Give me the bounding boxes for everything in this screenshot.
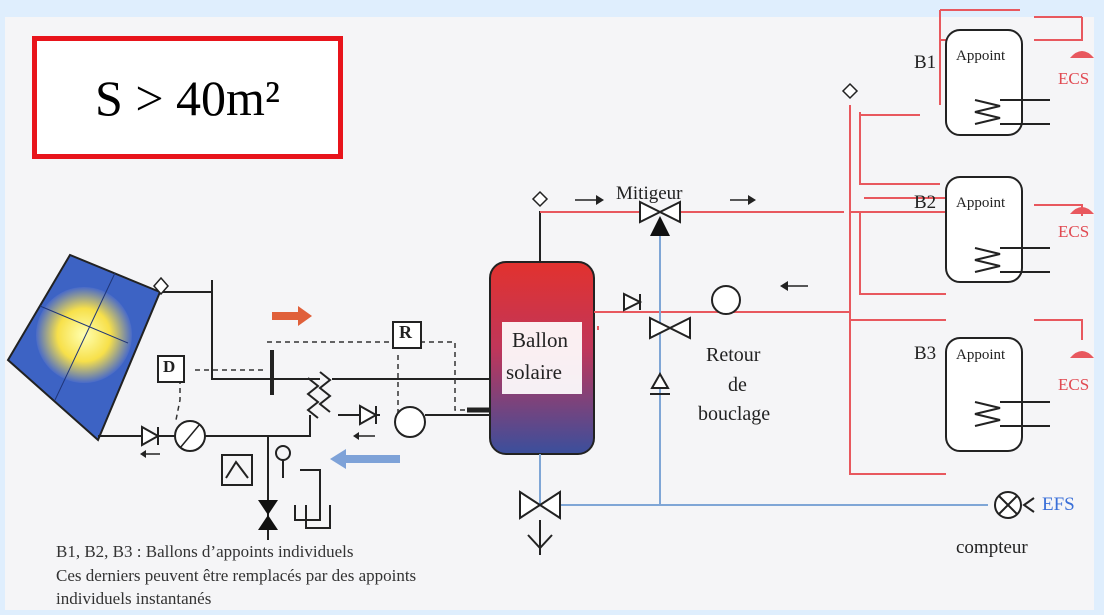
appoint-tank-b3 — [945, 337, 1050, 452]
collector-sensor-icon — [153, 276, 169, 296]
caption-line3: individuels instantanés — [56, 589, 212, 608]
pump-icon — [394, 406, 426, 438]
isolation-valve-icon — [519, 490, 561, 520]
cold-flow-arrow — [330, 449, 400, 469]
shower-icon — [1070, 51, 1094, 358]
caption-line1: B1, B2, B3 : Ballons d’appoints individu… — [56, 542, 354, 561]
compteur-label: compteur — [956, 537, 1028, 558]
hot-flow-arrow — [272, 306, 312, 326]
area-badge: S > 40m² — [32, 36, 343, 159]
caption-line2: Ces derniers peuvent être remplacés par … — [56, 566, 417, 585]
solar-panel-icon — [6, 253, 162, 442]
retour-label-line1: Retour — [706, 344, 761, 366]
ballon-label-line1: Ballon — [512, 328, 568, 352]
pump-icon — [174, 420, 206, 452]
heat-exchanger-icon — [270, 350, 489, 419]
check-valve-icon — [359, 404, 379, 426]
regulator-label: R — [399, 322, 412, 342]
tank-label-bg — [502, 322, 582, 394]
area-badge-text: S > 40m² — [95, 69, 280, 126]
b3-label: B3 — [914, 343, 937, 364]
ballon-label-line2: solaire — [506, 360, 562, 384]
air-vent-icon — [531, 190, 549, 208]
appoint-tank-b1 — [945, 29, 1050, 136]
appoint-b2-label: Appoint — [956, 195, 1006, 211]
water-meter-icon — [994, 491, 1035, 519]
appoint-b1-label: Appoint — [956, 48, 1006, 64]
hot-outlet-pipe — [539, 211, 560, 262]
check-valve-icon — [141, 425, 161, 447]
ecs-b3-label: ECS — [1058, 375, 1090, 394]
appoint-b3-label: Appoint — [956, 347, 1006, 363]
efs-inlet-arrow — [527, 534, 553, 550]
retour-label-line3: bouclage — [698, 403, 771, 425]
appoint-tank-b2 — [945, 176, 1050, 283]
d-label: D — [163, 357, 176, 376]
regulator-box — [392, 321, 422, 349]
b2-label: B2 — [914, 192, 937, 213]
mitigeur-label: Mitigeur — [616, 183, 683, 204]
mixing-valve-icon — [639, 200, 681, 236]
safety-group — [221, 445, 331, 529]
differential-controller-box — [157, 355, 185, 383]
ecs-b1-label: ECS — [1058, 69, 1090, 88]
control-wiring — [175, 330, 489, 421]
loop-pump-icon — [711, 285, 741, 315]
hot-distribution-pipes — [540, 9, 1083, 475]
flow-arrow-head — [140, 450, 146, 458]
retour-label-line2: de — [728, 374, 747, 396]
cold-pipes — [539, 230, 988, 506]
ecs-b2-label: ECS — [1058, 222, 1090, 241]
b1-label: B1 — [914, 52, 937, 73]
drain-valve-icon — [258, 500, 278, 515]
efs-label: EFS — [1042, 494, 1075, 515]
loop-check-valve-icon — [623, 292, 691, 395]
